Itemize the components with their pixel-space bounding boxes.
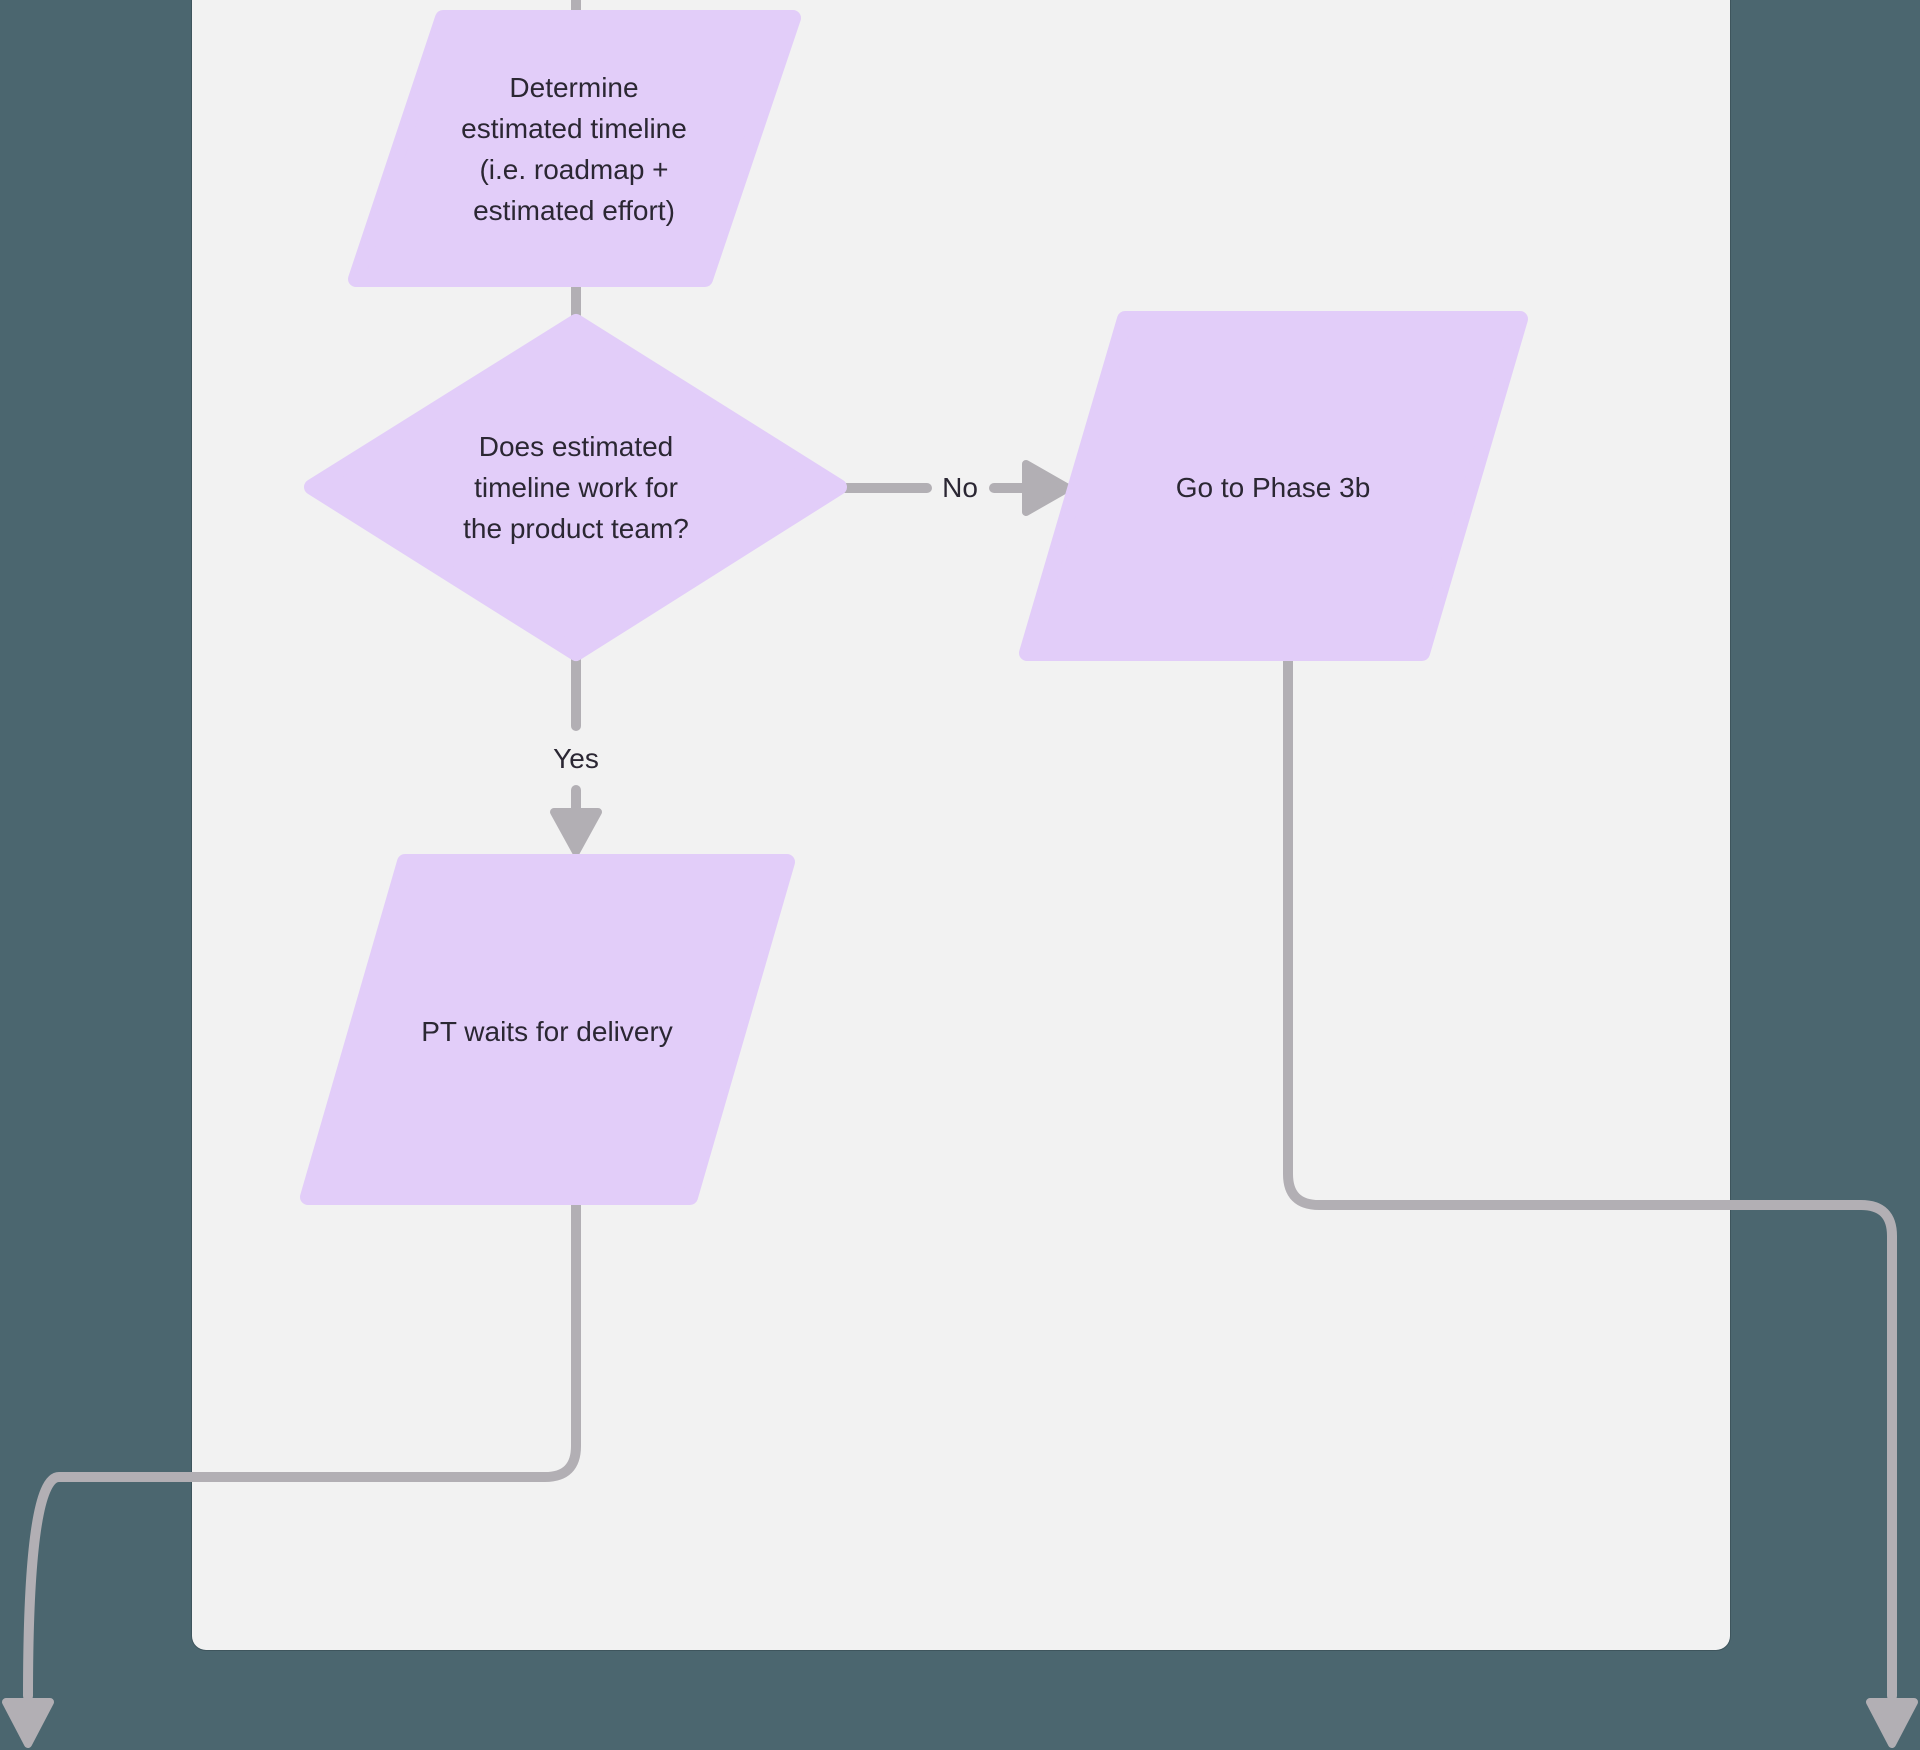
text-line: (i.e. roadmap + xyxy=(479,154,669,185)
text-line: estimated effort) xyxy=(473,195,675,226)
edge-label-no[interactable]: No xyxy=(942,472,978,503)
text-line: estimated timeline xyxy=(461,113,687,144)
text-line: Does estimated xyxy=(478,431,674,462)
text-line: timeline work for xyxy=(474,472,678,503)
edge-label-yes[interactable]: Yes xyxy=(553,743,599,774)
arrowhead-bottom-left[interactable] xyxy=(2,1698,54,1748)
arrowhead-bottom-right[interactable] xyxy=(1866,1698,1918,1748)
node-shape-pt-waits[interactable] xyxy=(300,854,795,1205)
node-shape-decision[interactable] xyxy=(304,314,847,661)
text-line: Determine xyxy=(509,72,639,103)
node-determine-label[interactable]: Determine estimated timeline (i.e. roadm… xyxy=(374,67,774,231)
node-shape-determine[interactable] xyxy=(348,10,801,287)
node-goto-phase-3b-label[interactable]: Go to Phase 3b xyxy=(1175,472,1371,503)
connector-goto-to-bottom-right[interactable] xyxy=(1283,653,1897,1701)
arrowhead-no-right[interactable] xyxy=(1022,460,1072,516)
node-shape-goto-phase-3b[interactable] xyxy=(1019,311,1528,661)
connector-ptwaits-to-bottom-left[interactable] xyxy=(23,1196,581,1701)
node-decision-label[interactable]: Does estimated timeline work for the pro… xyxy=(376,426,776,549)
text-line: the product team? xyxy=(463,513,689,544)
node-pt-waits-label[interactable]: PT waits for delivery xyxy=(421,1016,673,1047)
arrowhead-yes-down[interactable] xyxy=(550,808,602,856)
